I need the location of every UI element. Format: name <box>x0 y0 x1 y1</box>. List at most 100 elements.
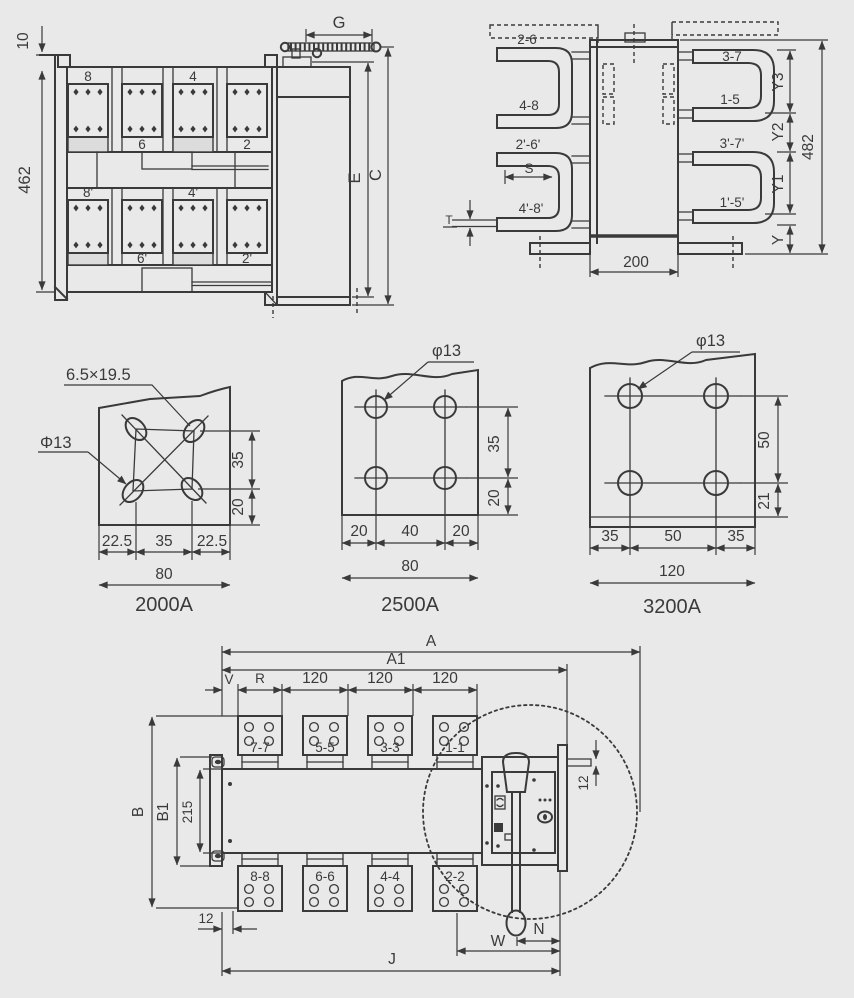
terminal-block-6 <box>121 83 163 138</box>
bracket-slot-hole <box>214 759 222 765</box>
band-internals <box>96 151 273 287</box>
terminal-block-4p <box>172 199 214 254</box>
bolt-hole <box>364 466 388 490</box>
handle-pin <box>311 47 323 59</box>
dim-label: 35 <box>230 451 247 468</box>
bracket-slot-hole <box>214 853 222 859</box>
busbar-tabs <box>571 155 591 229</box>
right-body <box>264 66 351 306</box>
foot-bolt-centerlines <box>539 236 734 268</box>
pattern-title: 2000A <box>135 594 193 616</box>
dim-label: 50 <box>756 431 773 449</box>
dim-label: 50 <box>664 528 682 545</box>
top-view: A A1 V R 120 120 120 7-7 5-5 3-3 1-1 <box>130 633 641 976</box>
bolt-hole <box>433 395 457 419</box>
dim-label: 22.5 <box>197 533 227 550</box>
pattern-3200a: φ13 50 21 35 50 35 120 3200A <box>589 332 788 618</box>
dim-label-y2: Y2 <box>770 123 787 142</box>
busbar-label: 4-8 <box>519 98 539 113</box>
busbar-tabs <box>571 51 591 125</box>
terminal-block-8p <box>67 199 109 254</box>
enclosure-panel-dashed <box>489 21 779 46</box>
dim-label: 35 <box>155 533 172 550</box>
dim-label-215: 215 <box>180 801 195 824</box>
handle-knob <box>501 751 531 793</box>
top-terminal-pads: 7-7 5-5 3-3 1-1 <box>237 715 478 770</box>
dim-label-w: W <box>491 933 506 950</box>
dim-label-v: V <box>224 672 233 687</box>
dim-label-12-tab: 12 <box>576 775 591 790</box>
mechanism-panel <box>491 771 556 854</box>
terminal-block-4 <box>172 83 214 138</box>
dim-label-j: J <box>388 951 396 968</box>
terminal-pad <box>67 252 109 266</box>
dim-label-a1: A1 <box>387 651 406 668</box>
bracket-slot <box>211 850 225 862</box>
pad-label: 7-7 <box>250 740 270 755</box>
slot-hole <box>182 418 206 444</box>
dim-label: 20 <box>452 523 470 540</box>
pad-label: 2-2 <box>445 869 465 884</box>
terminal-label: 4 <box>189 69 197 84</box>
busbar-label: 3'-7' <box>720 136 745 151</box>
band-block <box>141 151 193 170</box>
dim-label-12-left: 12 <box>198 911 213 926</box>
column-slots-dashed <box>602 63 675 125</box>
dim-label: 20 <box>486 489 503 507</box>
busbar-left-b <box>496 152 573 232</box>
dim-label-r: R <box>255 671 265 686</box>
terminal-block-8 <box>67 83 109 138</box>
dim-label: 35 <box>727 528 744 545</box>
bolt-hole <box>617 383 643 409</box>
plate-outline <box>341 368 479 516</box>
dim-label-g: G <box>333 14 346 32</box>
dim-label: 35 <box>486 435 503 452</box>
dim-label-a: A <box>426 633 437 650</box>
handle-shaft <box>511 791 521 913</box>
dim-label: 20 <box>350 523 368 540</box>
pattern-2000a: 6.5×19.5 Φ13 35 20 22.5 35 22.5 80 2000A <box>38 366 260 616</box>
busbar-label: 2'-6' <box>516 137 541 152</box>
busbar-tabs <box>677 153 694 221</box>
busbar-label: 1'-5' <box>720 195 745 210</box>
handle-pin <box>279 41 291 53</box>
dim-label-y: Y <box>770 235 787 245</box>
pad-label: 5-5 <box>315 740 335 755</box>
dim-label-y3: Y3 <box>770 73 787 92</box>
pad-label: 8-8 <box>250 869 270 884</box>
terminal-label: 2' <box>242 251 252 266</box>
latch-detail <box>494 823 503 832</box>
dim-label-200: 200 <box>623 254 649 271</box>
keyhole-slot <box>543 814 547 820</box>
busbar-right-b <box>692 151 775 224</box>
bolt-hole <box>703 383 729 409</box>
terminal-pad <box>172 136 214 153</box>
hole-dia-label: Φ13 <box>40 434 72 452</box>
bottom-terminal-pads: 8-8 6-6 4-4 2-2 <box>237 852 478 912</box>
handle-rotation-circle <box>422 704 638 920</box>
pattern-title: 2500A <box>381 594 439 616</box>
dim-label: 21 <box>756 492 773 509</box>
left-bracket <box>209 754 223 867</box>
column-top-hinge <box>624 32 646 43</box>
pattern-2500a: φ13 35 20 20 40 20 80 2500A <box>341 342 518 616</box>
busbar-right-a <box>692 49 775 122</box>
terminal-label: 8 <box>84 69 92 84</box>
right-foot-diagonal <box>264 291 278 306</box>
terminal-pad <box>172 252 214 266</box>
bolt-hole <box>364 395 388 419</box>
dim-label: 22.5 <box>102 533 132 550</box>
terminal-block-2 <box>226 83 268 138</box>
screw-dot <box>228 782 232 786</box>
dim-label-e: E <box>346 172 364 183</box>
dim-label: 40 <box>401 523 419 540</box>
side-view: 2-6 4-8 2'-6' 4'-8' 3-7 1-5 3'-7' 1'-5' … <box>443 21 828 277</box>
busbar-label: 4'-8' <box>519 201 544 216</box>
body-outline <box>221 754 483 867</box>
top-tab <box>264 54 278 68</box>
front-view: 10 462 8 6 4 2 8' 6' 4' 2' <box>15 14 394 318</box>
bolt-hole <box>433 466 457 490</box>
dim-label-y1: Y1 <box>770 175 787 194</box>
